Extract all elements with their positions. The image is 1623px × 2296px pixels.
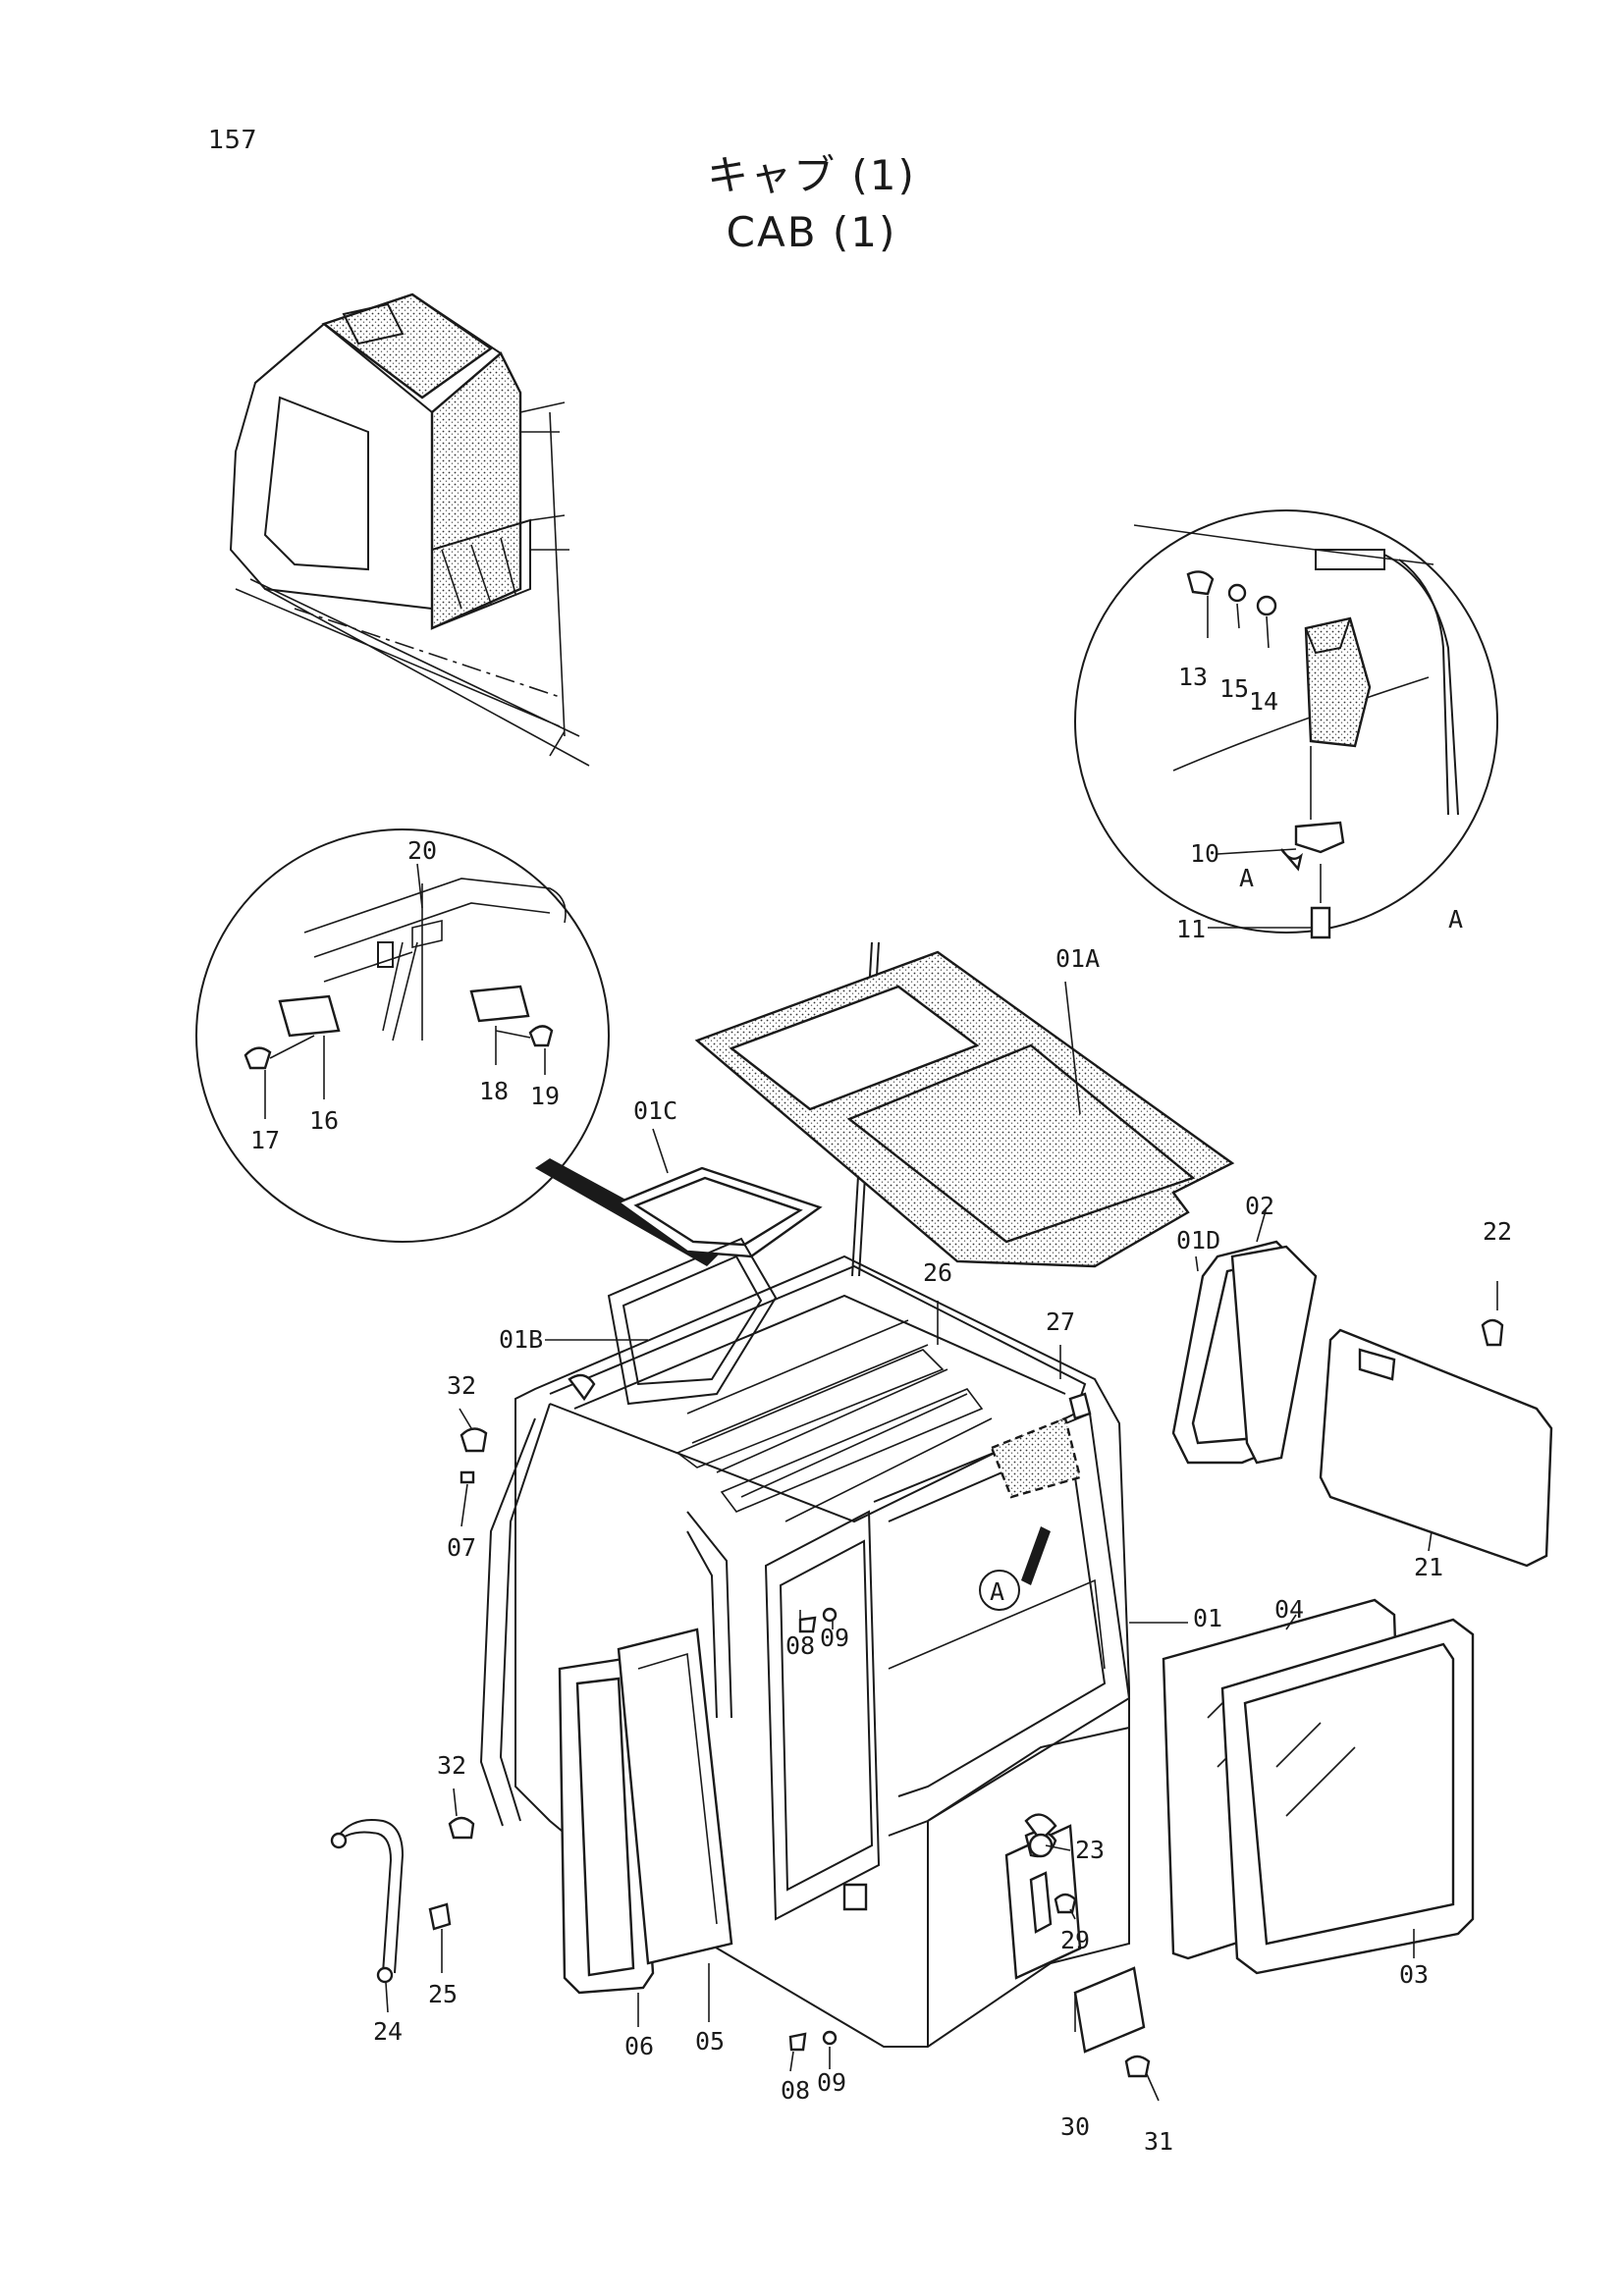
callout-29: 29 [1060, 1926, 1090, 1954]
callout-26: 26 [923, 1258, 952, 1287]
detail-a-view [1074, 509, 1498, 939]
callout-19: 19 [530, 1082, 560, 1110]
callout-09-lower: 09 [817, 2068, 846, 2097]
callout-07: 07 [447, 1533, 476, 1562]
callout-04: 04 [1274, 1595, 1304, 1624]
callout-02: 02 [1245, 1192, 1274, 1220]
callout-22: 22 [1483, 1217, 1512, 1246]
callout-01b: 01B [499, 1325, 543, 1354]
callout-25: 25 [428, 1980, 458, 2008]
callout-labels: 01 01A 01B 01C 01D 02 03 04 05 06 07 08 … [250, 663, 1512, 2156]
callout-09-upper: 09 [820, 1624, 849, 1652]
callout-08-lower: 08 [781, 2076, 810, 2105]
callout-30: 30 [1060, 2112, 1090, 2141]
side-panel-21 [1319, 1318, 1553, 1568]
detail-left-view [195, 828, 610, 1243]
leader-lines [264, 848, 1498, 2102]
callout-32-lower: 32 [437, 1751, 466, 1780]
callout-23: 23 [1075, 1836, 1105, 1864]
callout-01: 01 [1193, 1604, 1222, 1632]
callout-21: 21 [1414, 1553, 1443, 1581]
title-english: CAB (1) [726, 208, 897, 256]
callout-18: 18 [479, 1077, 509, 1105]
callout-16: 16 [309, 1106, 339, 1135]
callout-13: 13 [1178, 663, 1208, 691]
callout-03: 03 [1399, 1960, 1429, 1989]
door-glass-group [558, 1628, 733, 1995]
title-japanese: キャブ (1) [707, 151, 916, 199]
fasteners [448, 1427, 1151, 2078]
callout-10: 10 [1190, 839, 1219, 868]
callout-06: 06 [624, 2032, 654, 2060]
callout-01a: 01A [1055, 944, 1100, 973]
callout-01c: 01C [633, 1096, 677, 1125]
page-title: キャブ (1) CAB (1) [0, 147, 1623, 261]
callout-14: 14 [1249, 687, 1278, 716]
handrail-24 [330, 1819, 452, 1984]
locator-view [229, 293, 590, 767]
callout-31: 31 [1144, 2127, 1173, 2156]
callout-32-upper: 32 [447, 1371, 476, 1400]
front-glass-group [1162, 1598, 1475, 1975]
detail-a-circle-label: A [1448, 905, 1463, 934]
roof-trim-01a [694, 950, 1235, 1268]
callout-05: 05 [695, 2027, 725, 2056]
callout-10-a: A [1239, 864, 1254, 892]
callout-24: 24 [373, 2017, 403, 2046]
roof-window-seal-01c [616, 1166, 823, 1258]
callout-17: 17 [250, 1126, 280, 1154]
detail-a-marker: A [990, 1577, 1004, 1606]
callout-08-upper: 08 [785, 1631, 815, 1660]
callout-01d: 01D [1176, 1226, 1220, 1255]
side-window-rear [1171, 1240, 1318, 1465]
callout-11: 11 [1176, 915, 1206, 943]
callout-20: 20 [407, 836, 437, 865]
page-number: 157 [208, 126, 257, 155]
callout-15: 15 [1219, 674, 1249, 703]
callout-27: 27 [1046, 1308, 1075, 1336]
